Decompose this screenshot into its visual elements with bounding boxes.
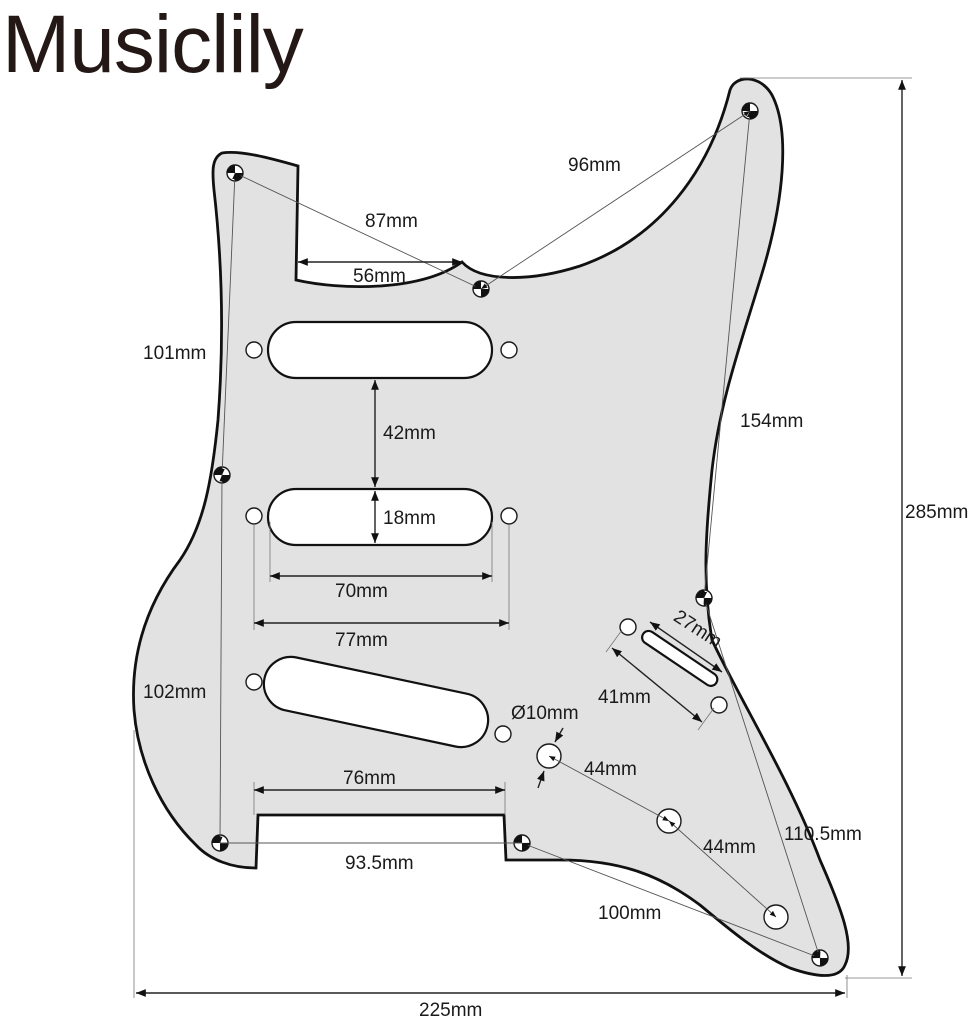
label-76mm: 76mm — [343, 768, 396, 789]
pickup-hole — [500, 341, 518, 359]
label-101mm: 101mm — [143, 343, 206, 364]
pickup-hole — [245, 507, 263, 525]
label-44mm-a: 44mm — [584, 759, 637, 780]
pickup-slot-bridge — [262, 655, 490, 749]
pickup-hole — [245, 341, 263, 359]
label-87mm: 87mm — [365, 211, 418, 232]
label-56mm: 56mm — [353, 266, 406, 287]
dimension-lines — [133, 77, 912, 998]
label-110-5mm: 110.5mm — [784, 824, 862, 845]
brand-logo: Musiclily — [2, 0, 304, 90]
label-42mm: 42mm — [383, 423, 436, 444]
pickup-hole — [245, 673, 263, 691]
pickup-slot-neck — [266, 320, 494, 380]
switch-hole — [710, 696, 728, 714]
label-225mm: 225mm — [419, 1000, 482, 1021]
label-44mm-b: 44mm — [703, 837, 756, 858]
pickup-hole — [494, 725, 512, 743]
label-96mm: 96mm — [568, 155, 621, 176]
label-10mm: Ø10mm — [511, 703, 579, 724]
label-93-5mm: 93.5mm — [345, 853, 414, 874]
label-77mm: 77mm — [335, 630, 388, 651]
label-18mm: 18mm — [383, 508, 436, 529]
label-154mm: 154mm — [740, 411, 803, 432]
pickup-slot-middle — [266, 487, 494, 547]
label-100mm: 100mm — [598, 903, 661, 924]
label-102mm: 102mm — [143, 682, 206, 703]
label-70mm: 70mm — [335, 581, 388, 602]
label-285mm: 285mm — [905, 502, 968, 523]
label-41mm: 41mm — [598, 687, 651, 708]
pickup-hole — [500, 507, 518, 525]
switch-hole — [619, 618, 637, 636]
